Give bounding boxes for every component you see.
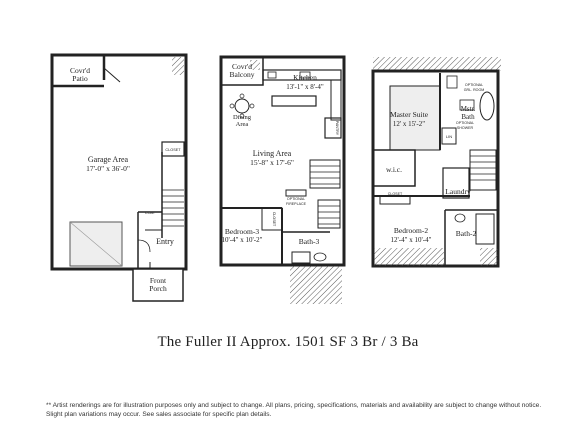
optional-tub-label-1: OPTIONAL [465, 83, 483, 87]
living-label-1: Living Area [253, 149, 292, 158]
master-suite-label-1: Master Suite [390, 110, 429, 119]
optional-tub-label-2: GRL. ROOM [464, 88, 485, 92]
bath2-label: Bath-2 [456, 229, 477, 238]
dining-label-2: Area [236, 121, 249, 128]
f2-closet-label: CLOSET [272, 212, 276, 227]
dining-label-1: Dining [233, 114, 252, 121]
porch-label-1: Front [150, 276, 167, 285]
bedroom2-label-1: Bedroom-2 [394, 226, 428, 235]
plan-caption: The Fuller II Approx. 1501 SF 3 Br / 3 B… [157, 334, 419, 350]
master-suite-label-2: 12' x 15'-2" [393, 120, 425, 128]
kitchen-counter [262, 69, 342, 81]
front-porch [132, 268, 184, 302]
disclaimer-line-2: Slight plan variations may occur. See sa… [46, 410, 272, 418]
wic-label: w.i.c. [386, 165, 402, 174]
fireplace-label-2: FIREPLACE [286, 202, 307, 206]
kitchen-label-2: 13'-1" x 8'-4" [286, 83, 324, 91]
balcony-label-1: Covr'd [232, 62, 252, 71]
first-floor-stairs [162, 189, 184, 227]
patio-label-1: Covr'd [70, 66, 90, 75]
optional-shower-label-2: SHOWER [457, 126, 474, 130]
bedroom2-label-2: 12'-4" x 10'-4" [391, 236, 432, 244]
third-floor-plan [371, 57, 501, 268]
porch-label-2: Porch [149, 284, 167, 293]
kitchen-island [271, 95, 317, 107]
mstr-bath-label-2: Bath [461, 113, 475, 121]
pantry-label: PANTRY [335, 121, 339, 136]
laundry-label: Laundry [445, 187, 471, 196]
f1-closet-label: CLOSET [165, 148, 181, 152]
bedroom3-label-1: Bedroom-3 [225, 227, 259, 236]
patio-label-2: Patio [72, 74, 88, 83]
bedroom3-label-2: 10'-4" x 10'-2" [222, 236, 263, 244]
entry-label: Entry [156, 237, 174, 246]
first-floor-plan [50, 53, 188, 302]
living-label-2: 15'-8" x 17'-6" [250, 158, 294, 167]
f3-closet-label: CLOSET [388, 192, 403, 196]
bath3-label: Bath-3 [299, 237, 320, 246]
third-floor-stairs [469, 149, 497, 191]
fireplace-label-1: OPTIONAL [287, 197, 305, 201]
mstr-bath-label-1: Mstr. [461, 105, 476, 113]
disclaimer-line-1: ** Artist renderings are for illustratio… [46, 402, 542, 409]
linen-label: LIN [446, 134, 452, 139]
second-floor-plan [219, 55, 346, 304]
kitchen-label-1: Kitchen [293, 73, 317, 82]
balcony-label-2: Balcony [230, 70, 255, 79]
optional-shower-label-1: OPTIONAL [456, 121, 474, 125]
disclaimer: ** Artist renderings are for illustratio… [46, 402, 546, 419]
garage-label-1: Garage Area [88, 155, 129, 164]
dining-table [234, 98, 250, 114]
coat-label: COAT [145, 211, 156, 215]
garage-label-2: 17'-0" x 36'-0" [86, 164, 130, 173]
second-floor-stairs [309, 159, 341, 229]
master-bed [389, 85, 441, 151]
